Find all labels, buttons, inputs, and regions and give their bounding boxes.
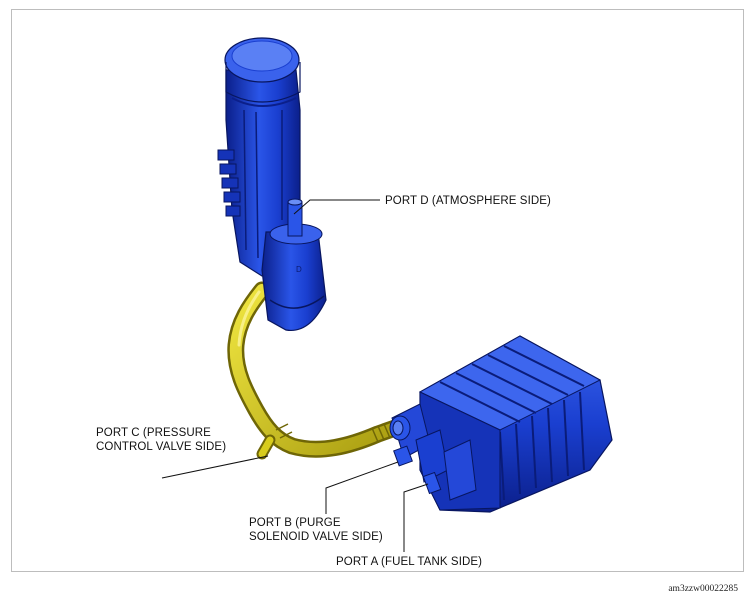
port-c-label-line1: PORT C (PRESSURE bbox=[96, 427, 211, 439]
port-d-mark: D bbox=[296, 265, 302, 274]
diagram-frame bbox=[11, 9, 744, 572]
leader-lines bbox=[161, 199, 429, 552]
port-d-label: PORT D (ATMOSPHERE SIDE) bbox=[385, 194, 551, 208]
figure-code: am3zzw00022285 bbox=[668, 584, 738, 594]
charcoal-canister bbox=[389, 335, 613, 513]
port-c-label-line2: CONTROL VALVE SIDE) bbox=[96, 441, 227, 453]
port-b-label: PORT B (PURGE SOLENOID VALVE SIDE) bbox=[249, 516, 383, 544]
port-c-leader bbox=[161, 455, 269, 479]
port-b-label-line2: SOLENOID VALVE SIDE) bbox=[249, 531, 383, 543]
port-d-leader bbox=[293, 199, 380, 215]
connecting-hose bbox=[227, 281, 404, 460]
port-a-label-text: PORT A (FUEL TANK SIDE) bbox=[336, 556, 483, 568]
port-b-label-line1: PORT B (PURGE bbox=[249, 517, 341, 529]
air-filter-upper: D bbox=[217, 37, 327, 332]
port-a-label: PORT A (FUEL TANK SIDE) bbox=[336, 555, 482, 569]
port-d-label-text: PORT D (ATMOSPHERE SIDE) bbox=[385, 195, 551, 207]
port-a-leader bbox=[403, 483, 429, 552]
port-c-label: PORT C (PRESSURE CONTROL VALVE SIDE) bbox=[96, 426, 226, 454]
port-b-leader bbox=[325, 461, 399, 514]
